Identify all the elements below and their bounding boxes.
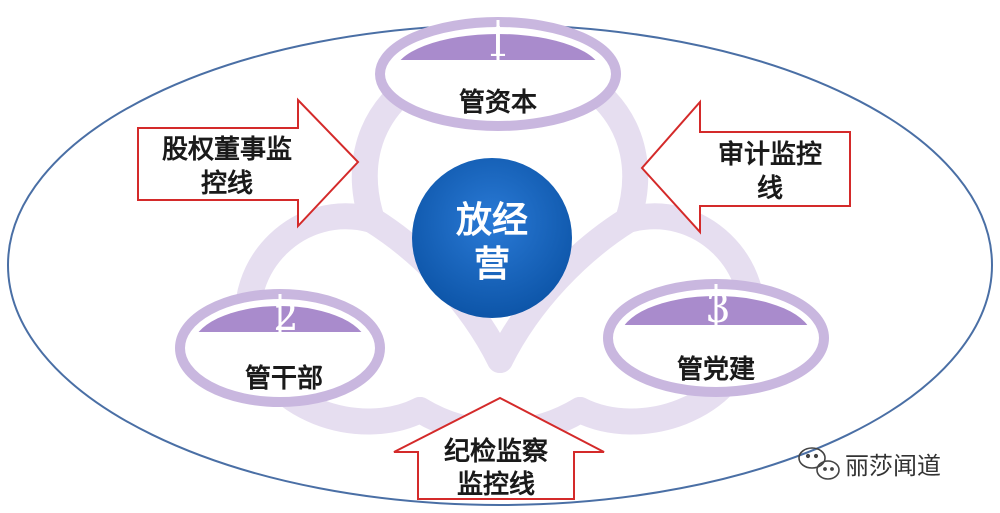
left-arrow: 股权董事监 控线	[137, 97, 360, 229]
node-2-number: 2	[273, 294, 298, 340]
node-1: 1 管资本	[375, 17, 621, 131]
node-3-label: 管党建	[677, 355, 755, 385]
center-label-line2: 营	[474, 244, 510, 285]
wechat-icon	[798, 447, 840, 480]
right-arrow-line2: 线	[757, 174, 783, 204]
bottom-arrow-line2: 监控线	[457, 470, 535, 500]
watermark: 丽莎闻道	[798, 447, 941, 480]
bottom-arrow: 纪检监察 监控线	[393, 396, 605, 500]
left-arrow-line2: 控线	[201, 169, 253, 199]
bottom-arrow-line1: 纪检监察	[444, 436, 549, 467]
node-3-number: 3	[705, 286, 730, 332]
center-label-line1: 放经	[456, 200, 528, 241]
center-circle: 放经 营	[412, 158, 572, 318]
left-arrow-line1: 股权董事监	[162, 135, 292, 165]
watermark-text: 丽莎闻道	[845, 452, 941, 480]
node-3: 3 管党建	[603, 279, 829, 397]
node-2-label: 管干部	[245, 364, 323, 394]
right-arrow: 审计监控 线	[640, 99, 851, 235]
node-1-label: 管资本	[459, 88, 537, 118]
node-2: 2 管干部	[175, 289, 385, 407]
right-arrow-line1: 审计监控	[718, 139, 822, 170]
node-1-number: 1	[485, 20, 510, 66]
